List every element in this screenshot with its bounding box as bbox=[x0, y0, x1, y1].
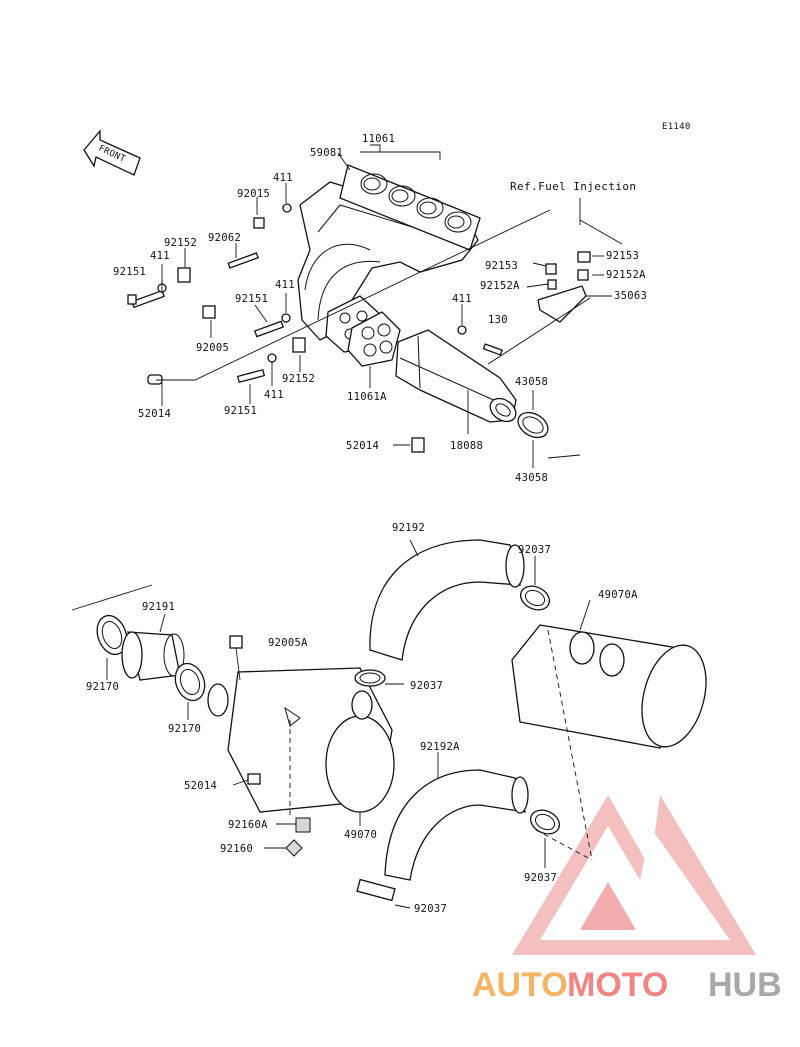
label-92191: 92191 bbox=[142, 601, 175, 613]
fitting-52014-a bbox=[147, 374, 163, 385]
label-52014-c: 52014 bbox=[184, 780, 217, 792]
clamp-92037-b bbox=[354, 669, 386, 687]
watermark-logo: AUTO MOTO HUB bbox=[472, 795, 782, 1004]
collar-92152-b bbox=[292, 337, 306, 353]
tube-92191 bbox=[121, 631, 185, 681]
clamp-92037-d bbox=[356, 878, 396, 902]
washer-411-d bbox=[267, 353, 277, 363]
label-92192A: 92192A bbox=[420, 741, 460, 753]
label-92160: 92160 bbox=[220, 843, 253, 855]
ref-fuel-injection-note: Ref.Fuel Injection bbox=[510, 180, 636, 193]
fitting-52014-b bbox=[411, 437, 425, 453]
gasket-11061A bbox=[347, 311, 401, 367]
clamp-43058 bbox=[517, 411, 549, 439]
label-92153-b: 92153 bbox=[606, 250, 639, 262]
label-92170-a: 92170 bbox=[86, 681, 119, 693]
stud-92062 bbox=[227, 252, 259, 269]
label-92037-d: 92037 bbox=[414, 903, 447, 915]
label-92152A-a: 92152A bbox=[480, 280, 520, 292]
label-92152A-b: 92152A bbox=[606, 269, 646, 281]
hose-92192A bbox=[384, 769, 529, 881]
label-92015: 92015 bbox=[237, 188, 270, 200]
bolt-92151-a bbox=[127, 289, 165, 309]
watermark-auto: AUTO bbox=[472, 966, 568, 1004]
upper-leader-lines bbox=[156, 144, 612, 468]
washer-411-e bbox=[457, 325, 467, 335]
label-92152-b: 92152 bbox=[282, 373, 315, 385]
plug-92005 bbox=[202, 305, 216, 319]
label-92005: 92005 bbox=[196, 342, 229, 354]
label-52014-a: 52014 bbox=[138, 408, 171, 420]
collar-92152-a bbox=[177, 267, 191, 283]
fitting-92005A bbox=[229, 635, 243, 649]
label-59081: 59081 bbox=[310, 147, 343, 159]
label-49070: 49070 bbox=[344, 829, 377, 841]
label-49070A: 49070A bbox=[598, 589, 638, 601]
label-411-c: 411 bbox=[275, 279, 295, 291]
label-92151-c: 92151 bbox=[224, 405, 257, 417]
part-labels: 59081 11061 411 92015 92062 92152 411 92… bbox=[86, 133, 647, 915]
label-43058-b: 43058 bbox=[515, 472, 548, 484]
label-92037-b: 92037 bbox=[410, 680, 443, 692]
manifold-gasket-11061 bbox=[339, 164, 481, 251]
label-130: 130 bbox=[488, 314, 508, 326]
label-92152-a: 92152 bbox=[164, 237, 197, 249]
muffler-49070A bbox=[511, 624, 707, 749]
label-52014-b: 52014 bbox=[346, 440, 379, 452]
bolt-92151-b bbox=[253, 320, 285, 338]
front-arrow-icon: FRONT bbox=[83, 129, 141, 176]
exhaust-pipe-18088 bbox=[395, 329, 517, 423]
label-92160 bbox=[285, 839, 303, 857]
label-92062: 92062 bbox=[208, 232, 241, 244]
clamp-92037-a bbox=[519, 585, 551, 611]
collar-92152A-b bbox=[577, 269, 589, 281]
watermark-hub: HUB bbox=[708, 966, 782, 1004]
label-18088: 18088 bbox=[450, 440, 483, 452]
watermark-moto: MOTO bbox=[567, 966, 668, 1004]
clamp-92170-b bbox=[174, 662, 206, 702]
label-92170-b: 92170 bbox=[168, 723, 201, 735]
label-92153-a: 92153 bbox=[485, 260, 518, 272]
label-92151-a: 92151 bbox=[113, 266, 146, 278]
collar-92152A-a bbox=[547, 279, 557, 290]
label-411-e: 411 bbox=[452, 293, 472, 305]
label-411-d: 411 bbox=[264, 389, 284, 401]
label-35063: 35063 bbox=[614, 290, 647, 302]
label-411-a: 411 bbox=[273, 172, 293, 184]
bolt-92151-c bbox=[236, 368, 266, 384]
diagram-code: E1140 bbox=[662, 122, 691, 132]
clamp-92037-c bbox=[529, 809, 561, 835]
label-92151-b: 92151 bbox=[235, 293, 268, 305]
clamp-92170-a bbox=[96, 614, 128, 656]
label-11061A: 11061A bbox=[347, 391, 387, 403]
muffler-49070 bbox=[207, 667, 395, 813]
label-411-b: 411 bbox=[150, 250, 170, 262]
bolt-92153-a bbox=[545, 263, 557, 275]
hose-92192 bbox=[369, 539, 525, 661]
label-92160A: 92160A bbox=[228, 819, 268, 831]
fuel-injection-rod bbox=[579, 219, 623, 245]
label-43058-a: 43058 bbox=[515, 376, 548, 388]
washer-411-a bbox=[282, 203, 292, 213]
bolt-130 bbox=[482, 343, 503, 356]
label-11061: 11061 bbox=[362, 133, 395, 145]
label-92037-a: 92037 bbox=[518, 544, 551, 556]
bolt-92153-b bbox=[577, 251, 591, 263]
washer-411-c bbox=[281, 313, 291, 323]
lower-leader-lines bbox=[71, 539, 593, 909]
fitting-52014-c bbox=[247, 773, 261, 785]
label-92005A: 92005A bbox=[268, 637, 308, 649]
label-92160A bbox=[295, 817, 311, 833]
label-92037-c: 92037 bbox=[524, 872, 557, 884]
label-92192: 92192 bbox=[392, 522, 425, 534]
nut-92015 bbox=[253, 217, 265, 229]
